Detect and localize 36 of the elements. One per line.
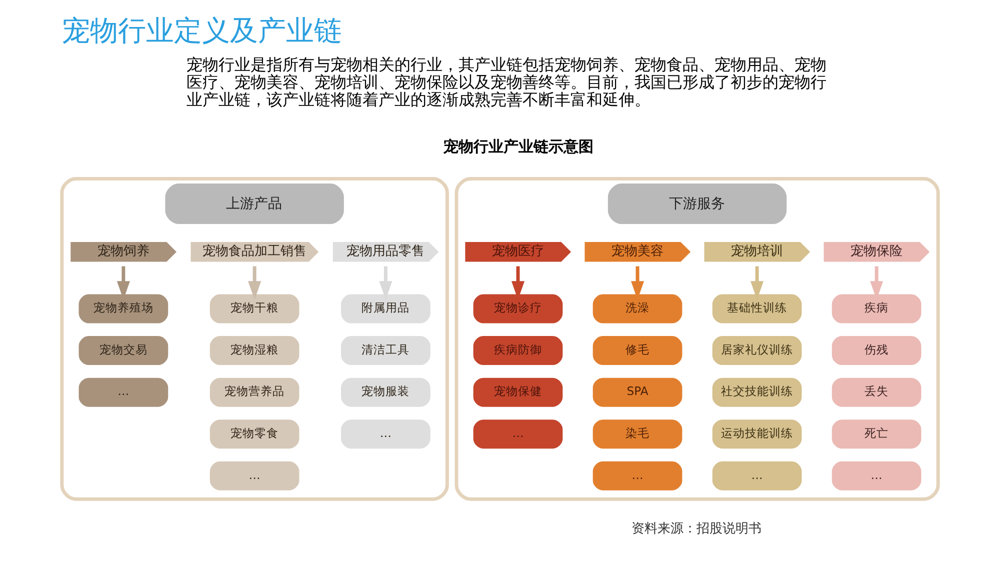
node-box: 运动技能训练 bbox=[712, 420, 802, 449]
diagram-title: 宠物行业定义及产业链 bbox=[62, 14, 342, 47]
arrow bbox=[248, 266, 262, 300]
node-box: 疾病 bbox=[832, 294, 922, 324]
node-box: 附属用品 bbox=[341, 294, 430, 324]
node-box: 宠物零食 bbox=[210, 420, 300, 449]
node-box: 疾病防御 bbox=[473, 336, 563, 366]
node-box: 洗澡 bbox=[592, 294, 682, 324]
node-box: 宠物诊疗 bbox=[473, 294, 563, 324]
node-box: 宠物服装 bbox=[341, 378, 430, 407]
node-box: 社交技能训练 bbox=[712, 378, 802, 407]
node-box: 修毛 bbox=[592, 336, 682, 366]
node-box: 丢失 bbox=[832, 378, 922, 407]
node-box: … bbox=[78, 378, 168, 407]
node-box: 居家礼仪训练 bbox=[712, 336, 802, 366]
node-box: SPA bbox=[592, 378, 682, 407]
node-box: 宠物养殖场 bbox=[78, 294, 168, 324]
node-box: 宠物湿粮 bbox=[210, 336, 300, 366]
node-box: 宠物交易 bbox=[78, 336, 168, 366]
node-box: 伤残 bbox=[832, 336, 922, 366]
node-box: … bbox=[712, 461, 802, 490]
node-box: 宠物营养品 bbox=[210, 378, 300, 407]
node-box: … bbox=[210, 461, 300, 490]
node-box: … bbox=[341, 420, 430, 449]
node-box: 清洁工具 bbox=[341, 336, 430, 366]
node-box: … bbox=[592, 461, 682, 490]
node-box: … bbox=[473, 420, 563, 449]
node-box: 死亡 bbox=[832, 420, 922, 449]
node-box: 基础性训练 bbox=[712, 294, 802, 324]
label: 宠物行业是指所有与宠物相关的行业，其产业链包括宠物饲养、宠物食品、宠物用品、宠物医疗、宠物美容、宠物培训、宠物保险以及宠物善终等。目前，我国已形成了初步的宠物行业产业链，该产业链将随着产业的逐渐成熟完善不断丰富和延伸。 bbox=[186, 54, 827, 109]
label: 宠物行业产业链示意图 bbox=[444, 137, 594, 156]
node-box: 染毛 bbox=[592, 420, 682, 449]
node-box: … bbox=[832, 461, 922, 490]
node-box: 宠物干粮 bbox=[210, 294, 300, 324]
caption: 资料来源：招股说明书 bbox=[632, 522, 762, 537]
node-box: 宠物保健 bbox=[473, 378, 563, 407]
